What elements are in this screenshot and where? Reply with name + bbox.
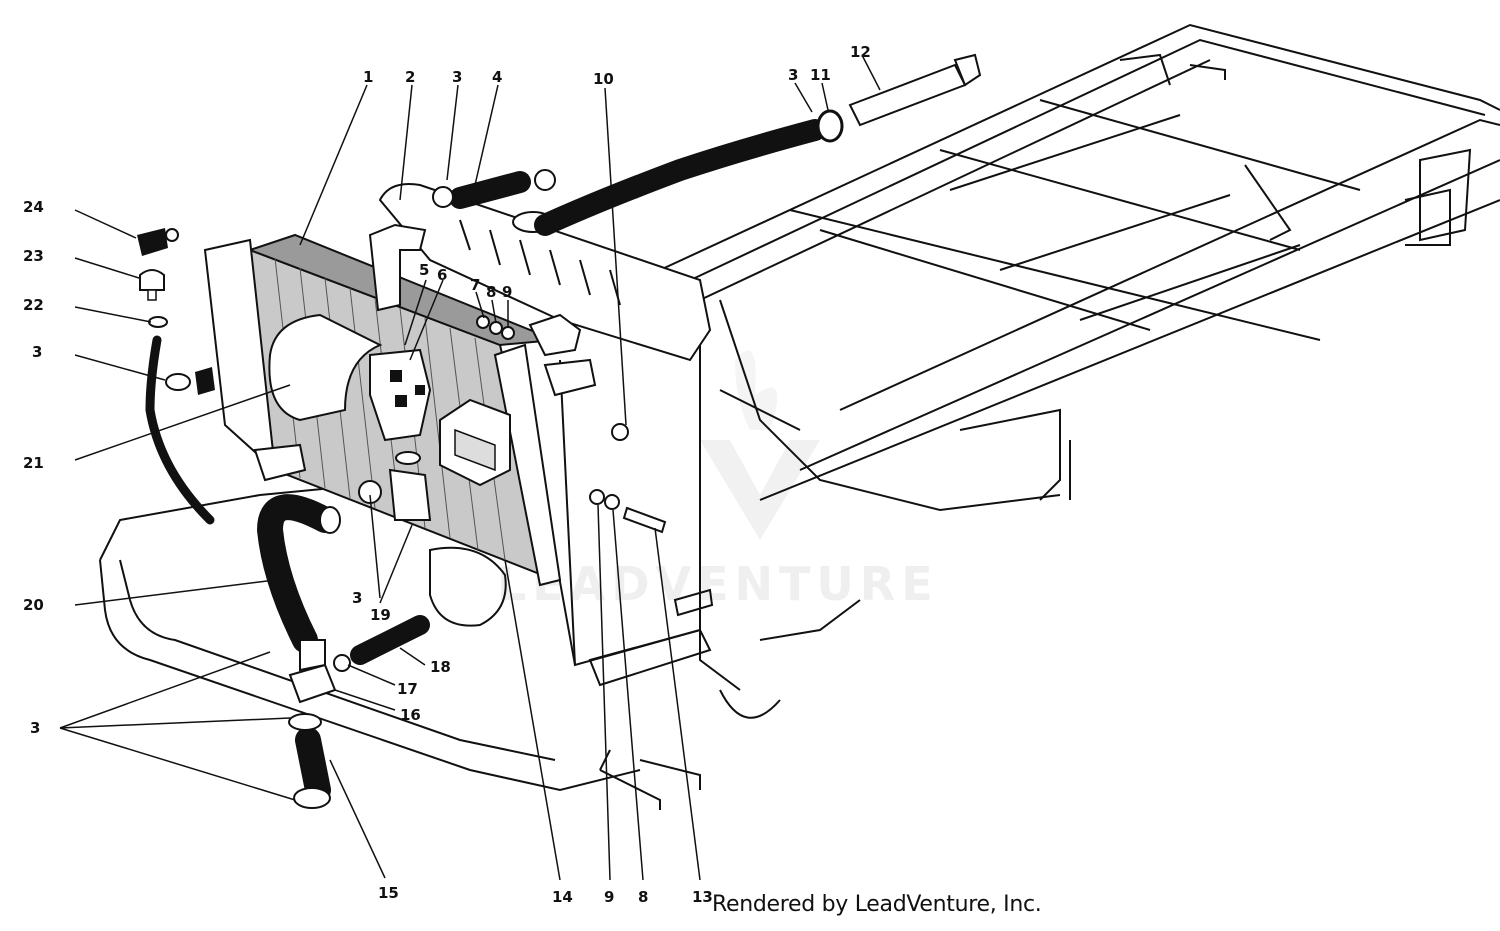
callout-18: 18 [430, 658, 451, 676]
render-credit: Rendered by LeadVenture, Inc. [712, 892, 1042, 917]
hose-part-18 [333, 615, 430, 672]
callout-2: 2 [405, 68, 415, 86]
callout-17: 17 [397, 680, 418, 698]
overflow-tube-part-21 [145, 335, 215, 525]
callout-15: 15 [378, 884, 399, 902]
right-side-fittings [476, 313, 667, 534]
clamp-part-22 [148, 316, 168, 328]
callout-3: 3 [352, 589, 362, 607]
oil-filter [268, 313, 432, 442]
callout-labels: 1 2 3 4 10 12 3 11 24 23 22 3 21 5 6 7 8… [23, 43, 871, 906]
drain-hose-part-15 [288, 713, 331, 809]
pipe-part-12 [848, 53, 982, 127]
callout-3: 3 [452, 68, 462, 86]
callout-9: 9 [604, 888, 614, 906]
callout-23: 23 [23, 247, 44, 265]
callout-13: 13 [692, 888, 713, 906]
callout-9: 9 [502, 283, 512, 301]
callout-10: 10 [593, 70, 614, 88]
leader-lines [59, 54, 881, 881]
callout-3: 3 [32, 343, 42, 361]
breather-part-23 [139, 269, 165, 301]
callout-6: 6 [437, 266, 447, 284]
callout-24: 24 [23, 198, 44, 216]
callout-12: 12 [850, 43, 871, 61]
lower-hose-part-20 [256, 494, 341, 653]
callout-20: 20 [23, 596, 44, 614]
lower-fittings [253, 443, 432, 521]
callout-3: 3 [30, 719, 40, 737]
callout-8: 8 [486, 283, 496, 301]
tee-fitting-part-16 [288, 639, 337, 704]
elbow-fitting-part-2 [368, 223, 427, 312]
callout-14: 14 [552, 888, 573, 906]
callout-16: 16 [400, 706, 421, 724]
callout-22: 22 [23, 296, 44, 314]
upper-radiator-hose [534, 109, 844, 236]
cap-part-24 [137, 228, 179, 256]
short-hose-part-4 [432, 169, 556, 209]
vehicle-frame [599, 23, 1500, 810]
callout-11: 11 [810, 66, 831, 84]
callout-7: 7 [470, 276, 480, 294]
mounting-bracket [439, 398, 511, 487]
callout-19: 19 [370, 606, 391, 624]
callout-4: 4 [492, 68, 502, 86]
callout-21: 21 [23, 454, 44, 472]
callout-8: 8 [638, 888, 648, 906]
callout-1: 1 [363, 68, 373, 86]
callout-5: 5 [419, 261, 429, 279]
callout-3: 3 [788, 66, 798, 84]
